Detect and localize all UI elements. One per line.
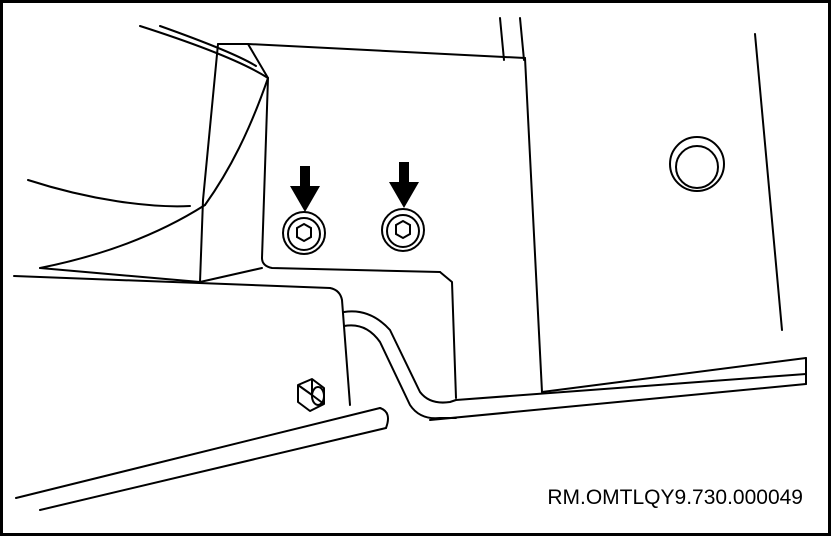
reference-code: RM.OMTLQY9.730.000049 xyxy=(547,486,803,509)
arrow-down-icon xyxy=(389,162,419,208)
routed-tube xyxy=(343,310,457,420)
frame-rail xyxy=(429,17,807,421)
bracket-plate xyxy=(199,43,543,399)
curved-panel xyxy=(27,25,269,269)
hex-nut-icon xyxy=(297,378,325,412)
hex-socket-bolt-icon xyxy=(381,208,425,252)
hex-socket-bolt-icon xyxy=(282,211,326,255)
lower-bar xyxy=(15,407,389,511)
round-hole-icon xyxy=(669,136,725,192)
arrow-down-icon xyxy=(290,166,320,212)
lower-housing xyxy=(13,267,351,406)
